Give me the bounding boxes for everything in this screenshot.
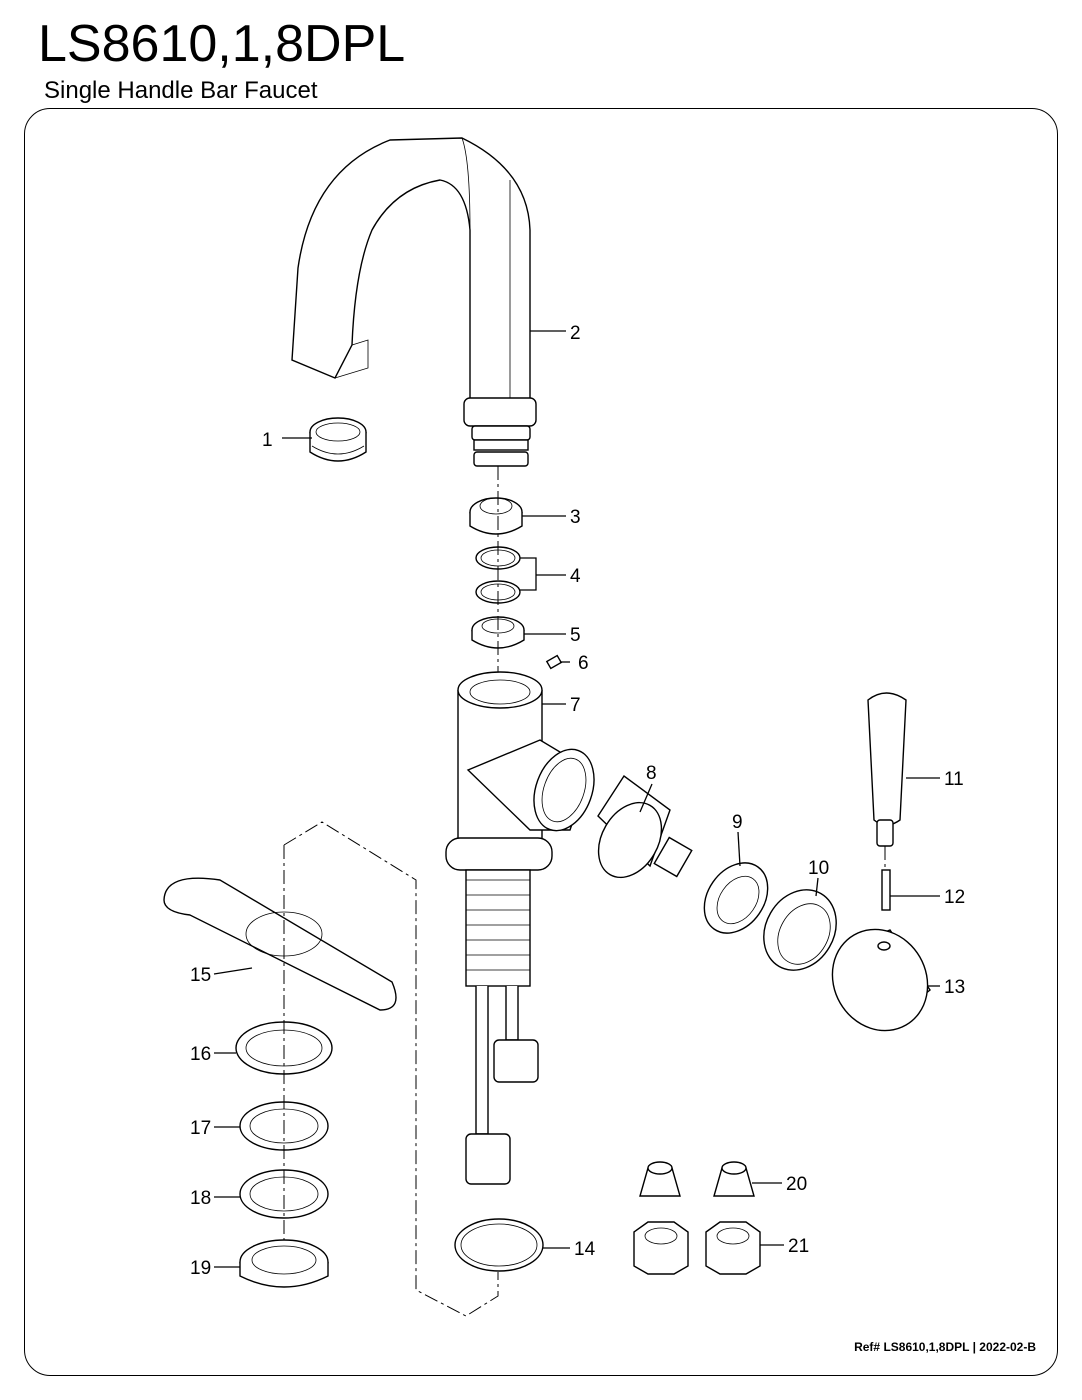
- callout-11: 11: [944, 769, 964, 790]
- callout-7: 7: [570, 695, 581, 716]
- callout-19: 19: [190, 1258, 211, 1279]
- nut-part-3: [469, 497, 523, 535]
- callout-18: 18: [190, 1188, 211, 1209]
- callout-17: 17: [190, 1118, 211, 1139]
- callout-14: 14: [574, 1239, 596, 1260]
- gasket-part-14: [454, 1218, 544, 1272]
- callout-21: 21: [788, 1236, 809, 1257]
- callout-9: 9: [732, 812, 743, 833]
- reference-code: Ref# LS8610,1,8DPL | 2022-02-B: [854, 1340, 1036, 1354]
- callout-10: 10: [808, 858, 829, 879]
- cartridge-part: [597, 774, 693, 879]
- callout-4: 4: [570, 566, 581, 587]
- callout-12: 12: [944, 887, 965, 908]
- mounting-nut-part: [239, 1239, 329, 1288]
- callout-15: 15: [190, 965, 211, 986]
- compression-nut-left-part: [633, 1221, 689, 1275]
- diagram-frame: [24, 108, 1058, 1376]
- spout-part: [291, 137, 537, 467]
- set-screw-part: [545, 654, 563, 670]
- callout-5: 5: [570, 625, 581, 646]
- faucet-body-part: [445, 671, 595, 1185]
- callout-6: 6: [578, 653, 589, 674]
- aerator-part: [309, 417, 367, 462]
- assembly-guides: [283, 466, 886, 1317]
- callout-13: 13: [944, 977, 965, 998]
- callout-1: 1: [262, 430, 273, 451]
- ferrule-right-part: [713, 1161, 755, 1197]
- compression-nut-right-part: [705, 1221, 761, 1275]
- callout-3: 3: [570, 507, 581, 528]
- leader-lines: [213, 330, 940, 1268]
- deck-plate-part: [163, 877, 397, 1011]
- page-title: LS8610,1,8DPL: [38, 15, 406, 73]
- callout-2: 2: [570, 323, 581, 344]
- callout-20: 20: [786, 1174, 807, 1195]
- bonnet-nut-part: [703, 862, 769, 934]
- callout-labels: 1 2 3 4 5 6 7 8 9 10 11 12 13 14 15 16 1…: [190, 323, 965, 1279]
- lever-handle-part: [867, 692, 907, 847]
- page-subtitle: Single Handle Bar Faucet: [44, 77, 318, 104]
- stud-part: [881, 869, 891, 911]
- callout-8: 8: [646, 763, 657, 784]
- handle-hub-part: [831, 928, 931, 1032]
- ferrule-left-part: [639, 1161, 681, 1197]
- callout-16: 16: [190, 1044, 211, 1065]
- escutcheon-part-10: [763, 889, 837, 971]
